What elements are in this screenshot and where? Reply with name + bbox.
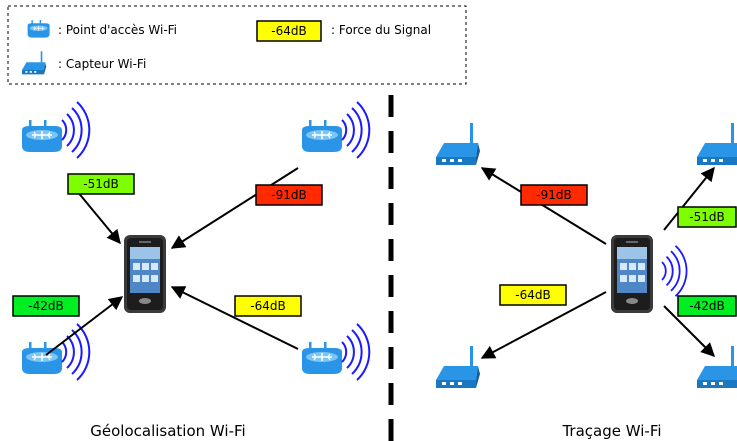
sensor-icon	[436, 346, 480, 388]
signal-badge: -42dB	[677, 295, 737, 317]
signal-badge-label: -42dB	[28, 299, 63, 313]
signal-arrow	[663, 166, 715, 231]
legend: : Point d'accès Wi-Fi -64dB : Force du S…	[7, 5, 467, 85]
right-panel-caption: Traçage Wi-Fi	[561, 422, 661, 440]
access-point-icon	[301, 341, 343, 375]
signal-arrow	[480, 167, 607, 245]
signal-badge-label: -51dB	[83, 177, 118, 191]
signal-badge-bg	[67, 173, 135, 195]
signal-badge-bg	[520, 184, 588, 206]
signal-arrow	[170, 286, 299, 350]
signal-badge-bg	[499, 284, 567, 306]
access-point-icon	[301, 119, 343, 153]
signal-arrow	[45, 296, 124, 356]
sensor-icon	[697, 123, 737, 165]
signal-arrow	[480, 291, 607, 359]
signal-badge-label: -42dB	[689, 299, 724, 313]
signal-badge: -64dB	[234, 295, 302, 317]
signal-badge-label: -64dB	[515, 288, 550, 302]
signal-badge: -51dB	[677, 206, 737, 228]
signal-badge: -91dB	[520, 184, 588, 206]
sensor-icon	[697, 346, 737, 388]
left-panel: -51dB -91dB -42dB -64dB Géolocalisation …	[12, 101, 371, 440]
phone-icon	[611, 235, 653, 313]
right-panel: -91dB -64dB -51dB -42dB Traçage Wi-Fi	[436, 123, 737, 440]
legend-signal-strength-label: : Force du Signal	[331, 23, 431, 37]
signal-badge-label: -51dB	[689, 210, 724, 224]
signal-arrow	[170, 167, 299, 249]
signal-badge: -42dB	[12, 295, 80, 317]
signal-badge: -64dB	[499, 284, 567, 306]
legend-signal-badge	[256, 20, 322, 42]
legend-signal-sample: -64dB	[271, 24, 306, 38]
legend-border	[7, 5, 467, 85]
signal-badge-label: -91dB	[271, 188, 306, 202]
wifi-waves-icon	[61, 101, 91, 159]
access-point-icon	[21, 119, 63, 153]
signal-badge-bg	[234, 295, 302, 317]
legend-sensor-label: : Capteur Wi-Fi	[58, 57, 146, 71]
wifi-waves-icon	[341, 101, 371, 159]
left-panel-caption: Géolocalisation Wi-Fi	[90, 422, 245, 440]
phone-icon	[124, 235, 166, 313]
signal-badge-bg	[255, 184, 323, 206]
sensor-icon	[436, 123, 480, 165]
signal-badge-bg	[12, 295, 80, 317]
signal-badge-bg	[677, 206, 737, 228]
wifi-waves-icon	[341, 323, 371, 381]
signal-badge: -51dB	[67, 173, 135, 195]
signal-badge-label: -64dB	[250, 299, 285, 313]
signal-badge-bg	[677, 295, 737, 317]
signal-badge-label: -91dB	[536, 188, 571, 202]
signal-arrow	[663, 305, 715, 357]
signal-badge: -91dB	[255, 184, 323, 206]
wifi-waves-icon	[661, 244, 688, 298]
legend-access-point-label: : Point d'accès Wi-Fi	[58, 23, 177, 37]
